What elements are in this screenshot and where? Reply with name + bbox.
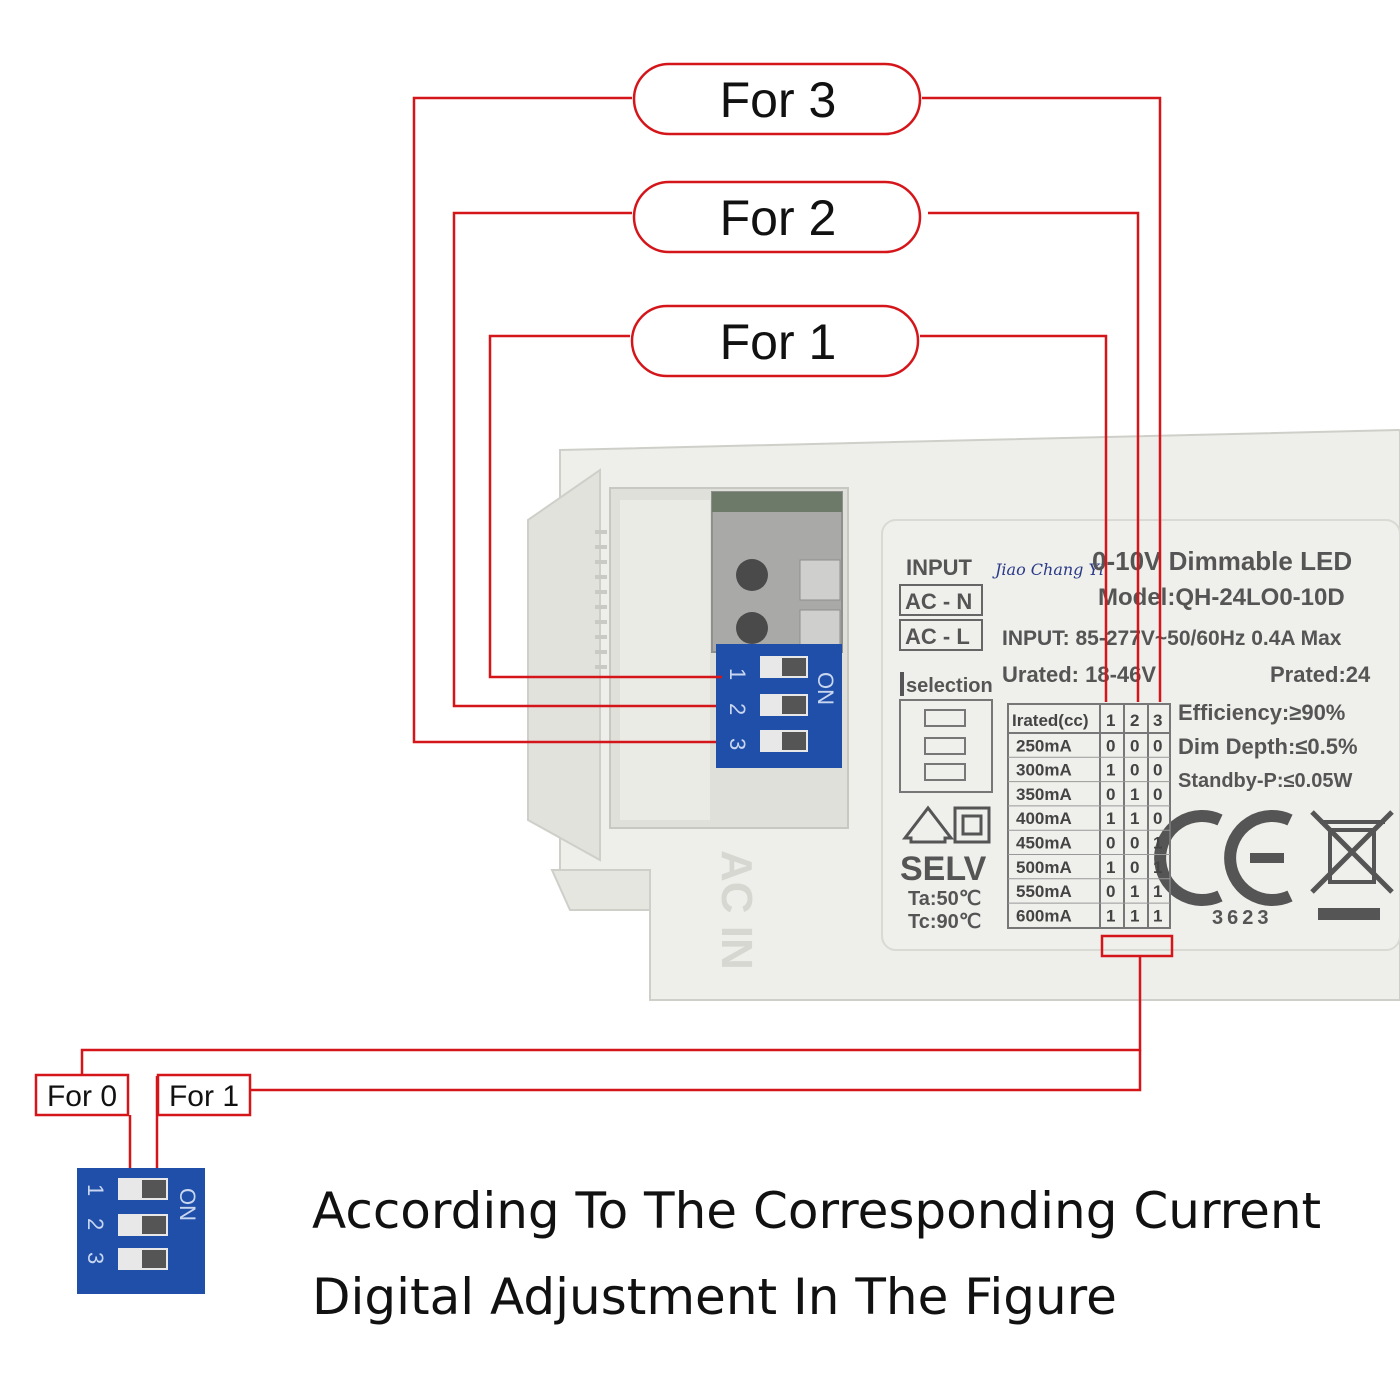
table-cell-switch: 0 — [1130, 761, 1139, 780]
caption-line-1: According To The Corresponding Current — [312, 1182, 1321, 1240]
ac-l-label: AC - L — [905, 624, 970, 649]
dip-closeup-number-2: 2 — [83, 1218, 108, 1230]
standby-spec: Standby-P:≤0.05W — [1178, 770, 1352, 792]
input-spec: INPUT: 85-277V~50/60Hz 0.4A Max — [1002, 627, 1342, 650]
leader-lines — [80, 96, 1174, 1172]
model-number: Model:QH-24LO0-10D — [1098, 584, 1345, 611]
selv-house-icon — [901, 805, 955, 844]
dip-switch-device: 1 2 3 ON — [716, 644, 842, 768]
certification-number: 3623 — [1212, 907, 1273, 929]
callout-for-0-small: For 0 — [34, 1073, 130, 1117]
table-cell-switch: 1 — [1153, 834, 1162, 853]
callout-for-3-label: For 3 — [720, 72, 837, 128]
table-cell-switch: 0 — [1153, 736, 1162, 755]
dip-device-number-3: 3 — [725, 738, 750, 750]
table-cell-switch: 1 — [1153, 882, 1162, 901]
table-cell-switch: 1 — [1130, 785, 1139, 804]
dip-closeup-on: ON — [175, 1188, 200, 1221]
selection-label: selection — [906, 675, 993, 697]
input-heading: INPUT — [906, 555, 973, 580]
table-cell-switch: 1 — [1106, 761, 1115, 780]
dip-closeup-number-3: 3 — [83, 1252, 108, 1264]
table-cell-switch: 0 — [1130, 834, 1139, 853]
selv-label: SELV — [900, 850, 987, 888]
table-cell-switch: 0 — [1106, 882, 1115, 901]
callout-for-0-small-label: For 0 — [47, 1080, 117, 1113]
table-cell-switch: 0 — [1106, 834, 1115, 853]
urated-spec: Urated: 18-46V — [1002, 662, 1156, 687]
table-cell-switch: 1 — [1106, 906, 1115, 925]
callout-for-1-label: For 1 — [720, 314, 837, 370]
callout-for-1: For 1 — [630, 304, 920, 378]
dip-switch-closeup: 1 2 3 ON — [77, 1168, 205, 1294]
table-header-irated: Irated(cc) — [1012, 711, 1089, 730]
table-header-1: 1 — [1106, 711, 1115, 730]
ce-mark-icon — [1154, 810, 1293, 906]
table-cell-switch: 1 — [1130, 809, 1139, 828]
prated-spec: Prated:24 — [1270, 662, 1371, 687]
brand-logo: Jiao Chang Yi — [992, 560, 1104, 579]
ac-in-label: AC IN — [712, 850, 761, 970]
dip-device-on: ON — [813, 672, 838, 705]
double-insulation-icon — [953, 806, 991, 844]
callout-for-1-small: For 1 — [156, 1073, 252, 1117]
callout-for-2: For 2 — [632, 180, 922, 254]
callout-for-1-small-label: For 1 — [169, 1080, 239, 1113]
table-cell-current: 600mA — [1016, 906, 1072, 925]
table-cell-switch: 1 — [1153, 906, 1162, 925]
dip-closeup-number-1: 1 — [83, 1184, 108, 1196]
table-cell-current: 500mA — [1016, 858, 1072, 877]
table-cell-current: 450mA — [1016, 834, 1072, 853]
table-cell-switch: 1 — [1106, 809, 1115, 828]
caption-line-2: Digital Adjustment In The Figure — [312, 1268, 1117, 1326]
label-plate: INPUT AC - N AC - L Jiao Chang Yi 0-10V … — [899, 546, 1394, 933]
table-cell-switch: 0 — [1153, 785, 1162, 804]
table-cell-switch: 0 — [1153, 761, 1162, 780]
table-cell-current: 550mA — [1016, 882, 1072, 901]
callout-for-2-label: For 2 — [720, 190, 837, 246]
table-cell-switch: 1 — [1106, 858, 1115, 877]
callout-for-3: For 3 — [632, 62, 922, 136]
table-cell-switch: 1 — [1153, 858, 1162, 877]
table-cell-current: 400mA — [1016, 809, 1072, 828]
dip-device-number-2: 2 — [725, 703, 750, 715]
table-cell-current: 250mA — [1016, 736, 1072, 755]
table-cell-switch: 0 — [1130, 736, 1139, 755]
efficiency-spec: Efficiency:≥90% — [1178, 700, 1345, 725]
table-cell-switch: 0 — [1130, 858, 1139, 877]
table-cell-current: 350mA — [1016, 785, 1072, 804]
ta-spec: Ta:50℃ — [908, 888, 981, 910]
table-cell-switch: 1 — [1130, 882, 1139, 901]
table-cell-current: 300mA — [1016, 761, 1072, 780]
ac-n-label: AC - N — [905, 589, 972, 614]
table-header-3: 3 — [1153, 711, 1162, 730]
weee-bin-icon — [1310, 810, 1394, 920]
product-title: 0-10V Dimmable LED — [1092, 546, 1352, 576]
table-cell-switch: 0 — [1106, 736, 1115, 755]
table-cell-switch: 0 — [1106, 785, 1115, 804]
dim-depth-spec: Dim Depth:≤0.5% — [1178, 734, 1358, 759]
table-cell-switch: 1 — [1130, 906, 1139, 925]
tc-spec: Tc:90℃ — [908, 911, 981, 933]
table-header-2: 2 — [1130, 711, 1139, 730]
dip-device-number-1: 1 — [725, 668, 750, 680]
table-cell-switch: 0 — [1153, 809, 1162, 828]
